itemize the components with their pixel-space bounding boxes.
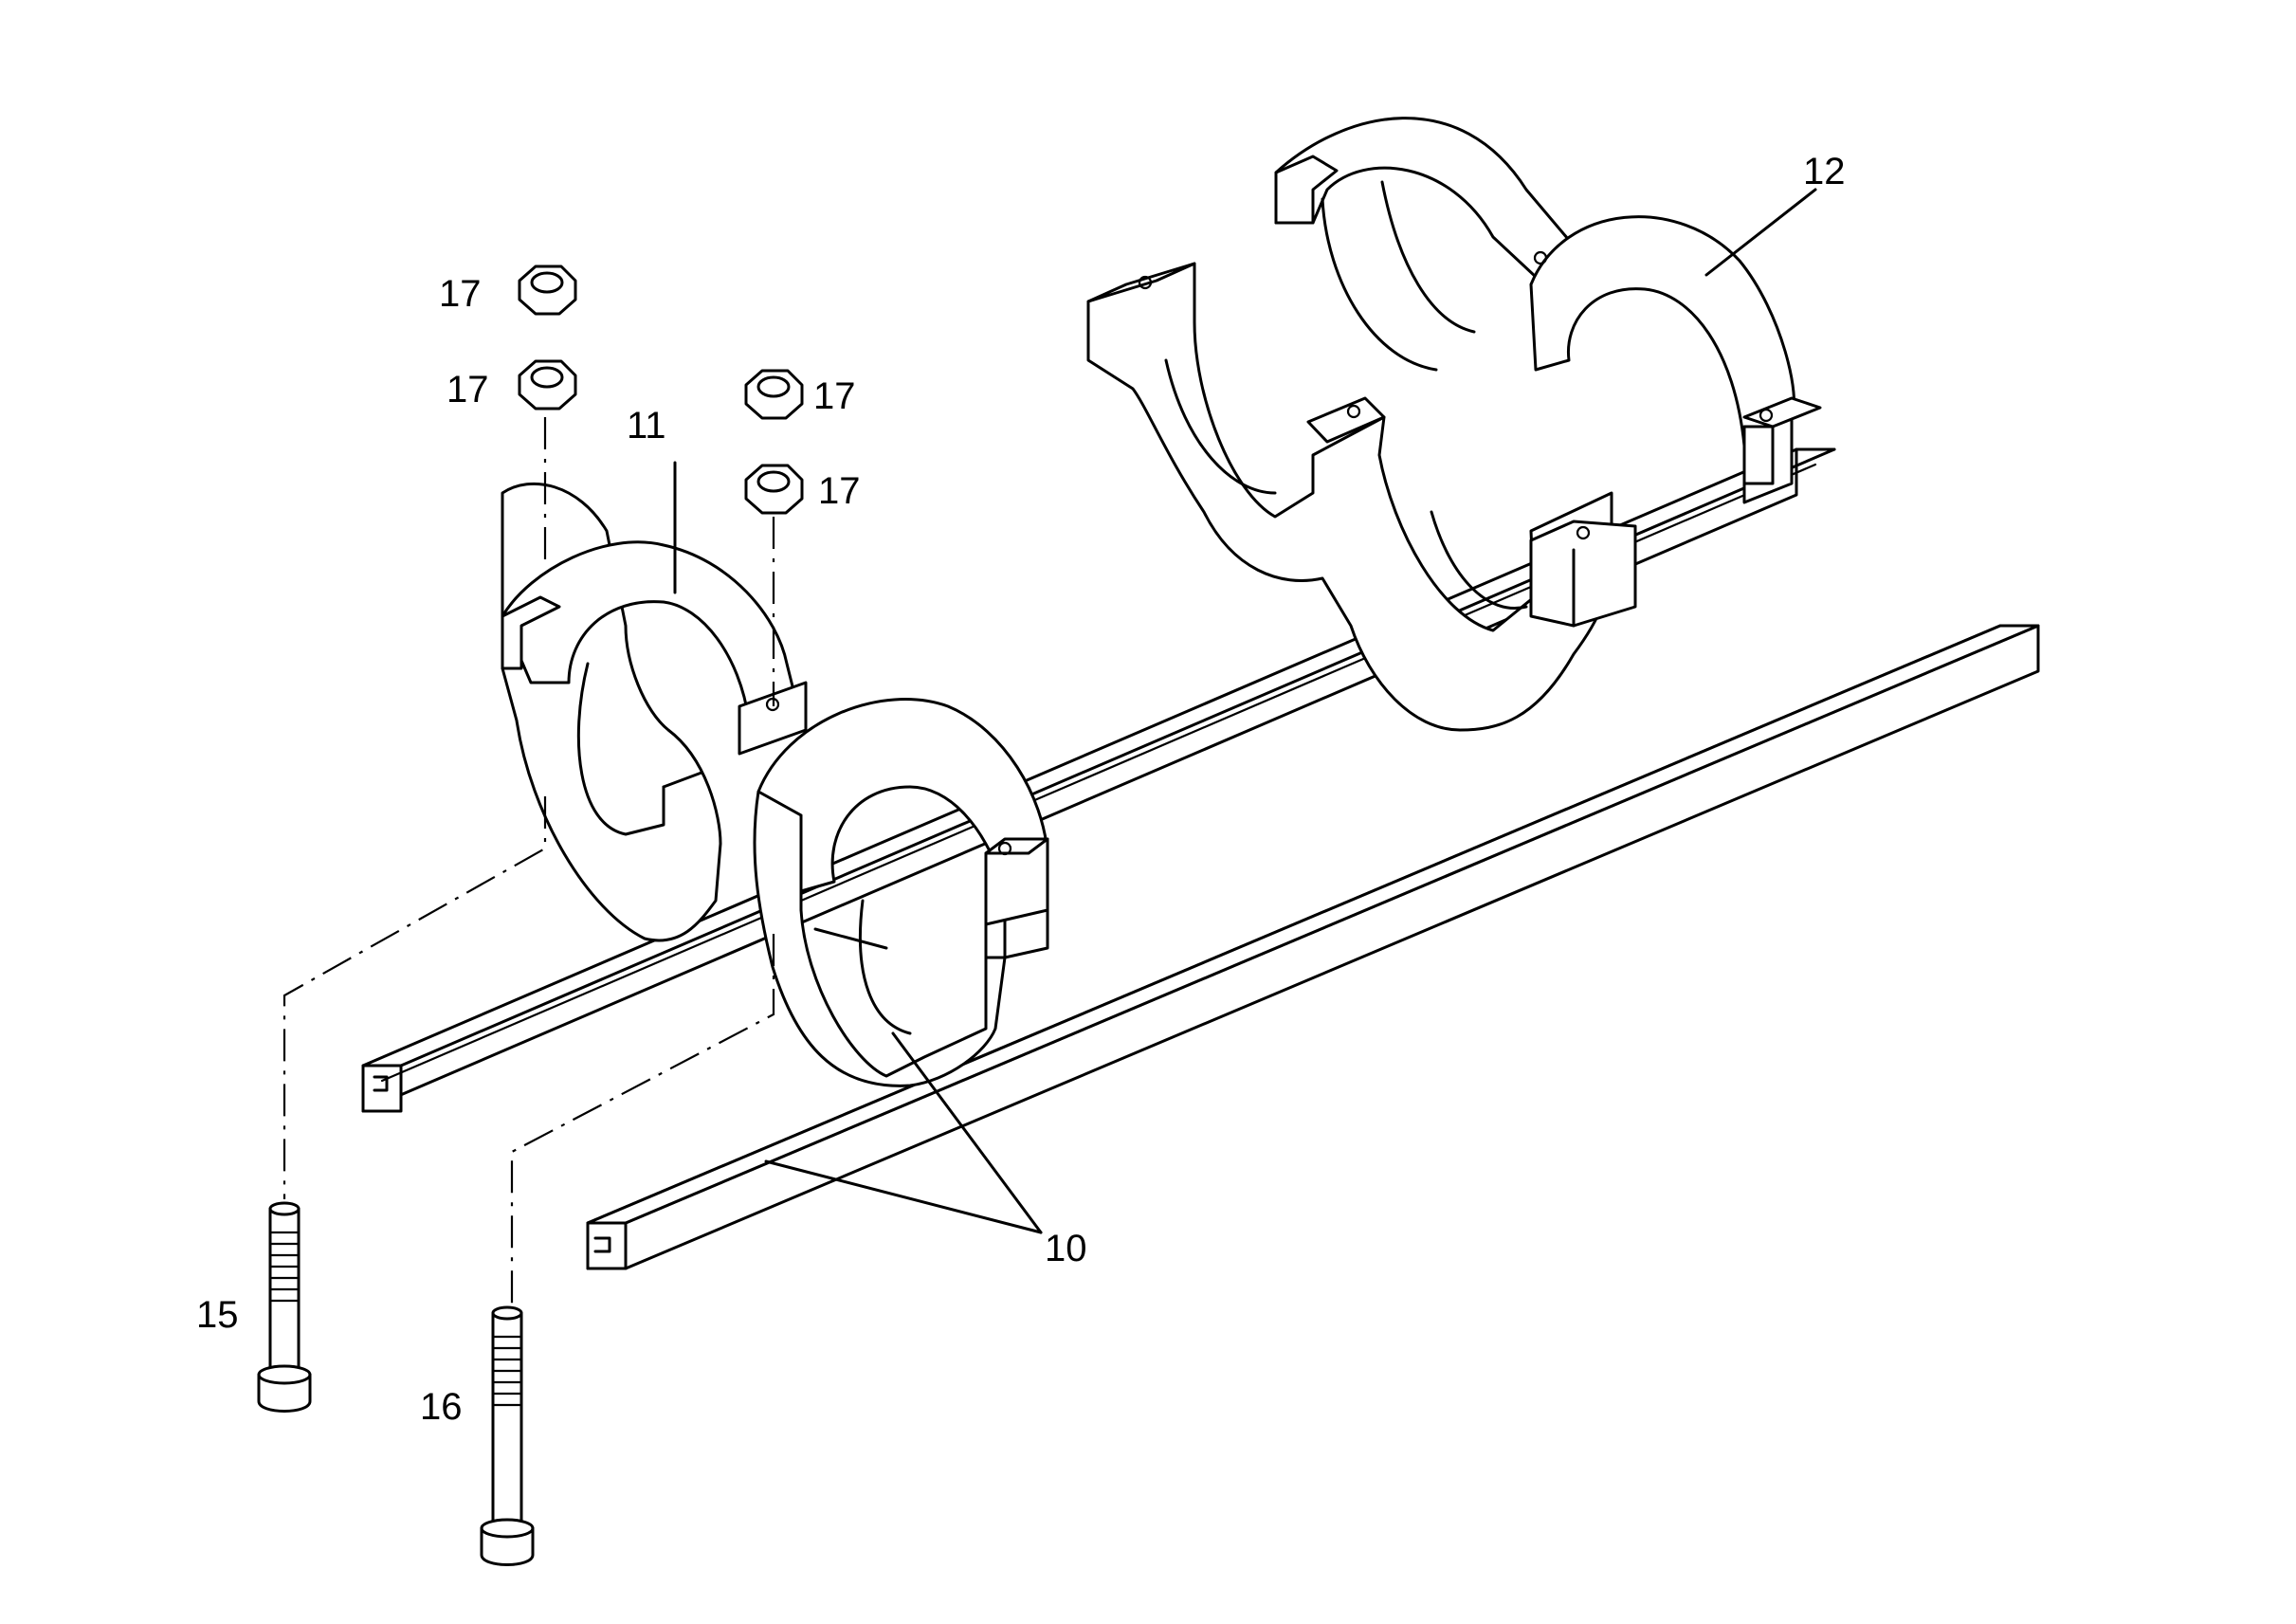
screw-short	[257, 1201, 312, 1413]
label-11: 11	[627, 405, 666, 447]
front-clamp	[501, 482, 1049, 1087]
label-17-d: 17	[818, 470, 861, 512]
nut-4	[744, 464, 804, 515]
label-10: 10	[1045, 1228, 1087, 1269]
label-17-b: 17	[446, 369, 489, 411]
label-17-c: 17	[813, 375, 856, 417]
rear-clamp	[1086, 117, 1822, 732]
nut-1	[518, 265, 577, 316]
center-lines	[282, 417, 775, 1304]
label-15: 15	[196, 1294, 239, 1336]
nut-2	[518, 359, 577, 411]
label-17-a: 17	[439, 273, 482, 315]
label-16: 16	[420, 1386, 463, 1428]
label-12: 12	[1803, 151, 1846, 192]
screw-long	[480, 1305, 535, 1566]
leader-lines	[673, 188, 1817, 1234]
nut-3	[744, 369, 804, 420]
